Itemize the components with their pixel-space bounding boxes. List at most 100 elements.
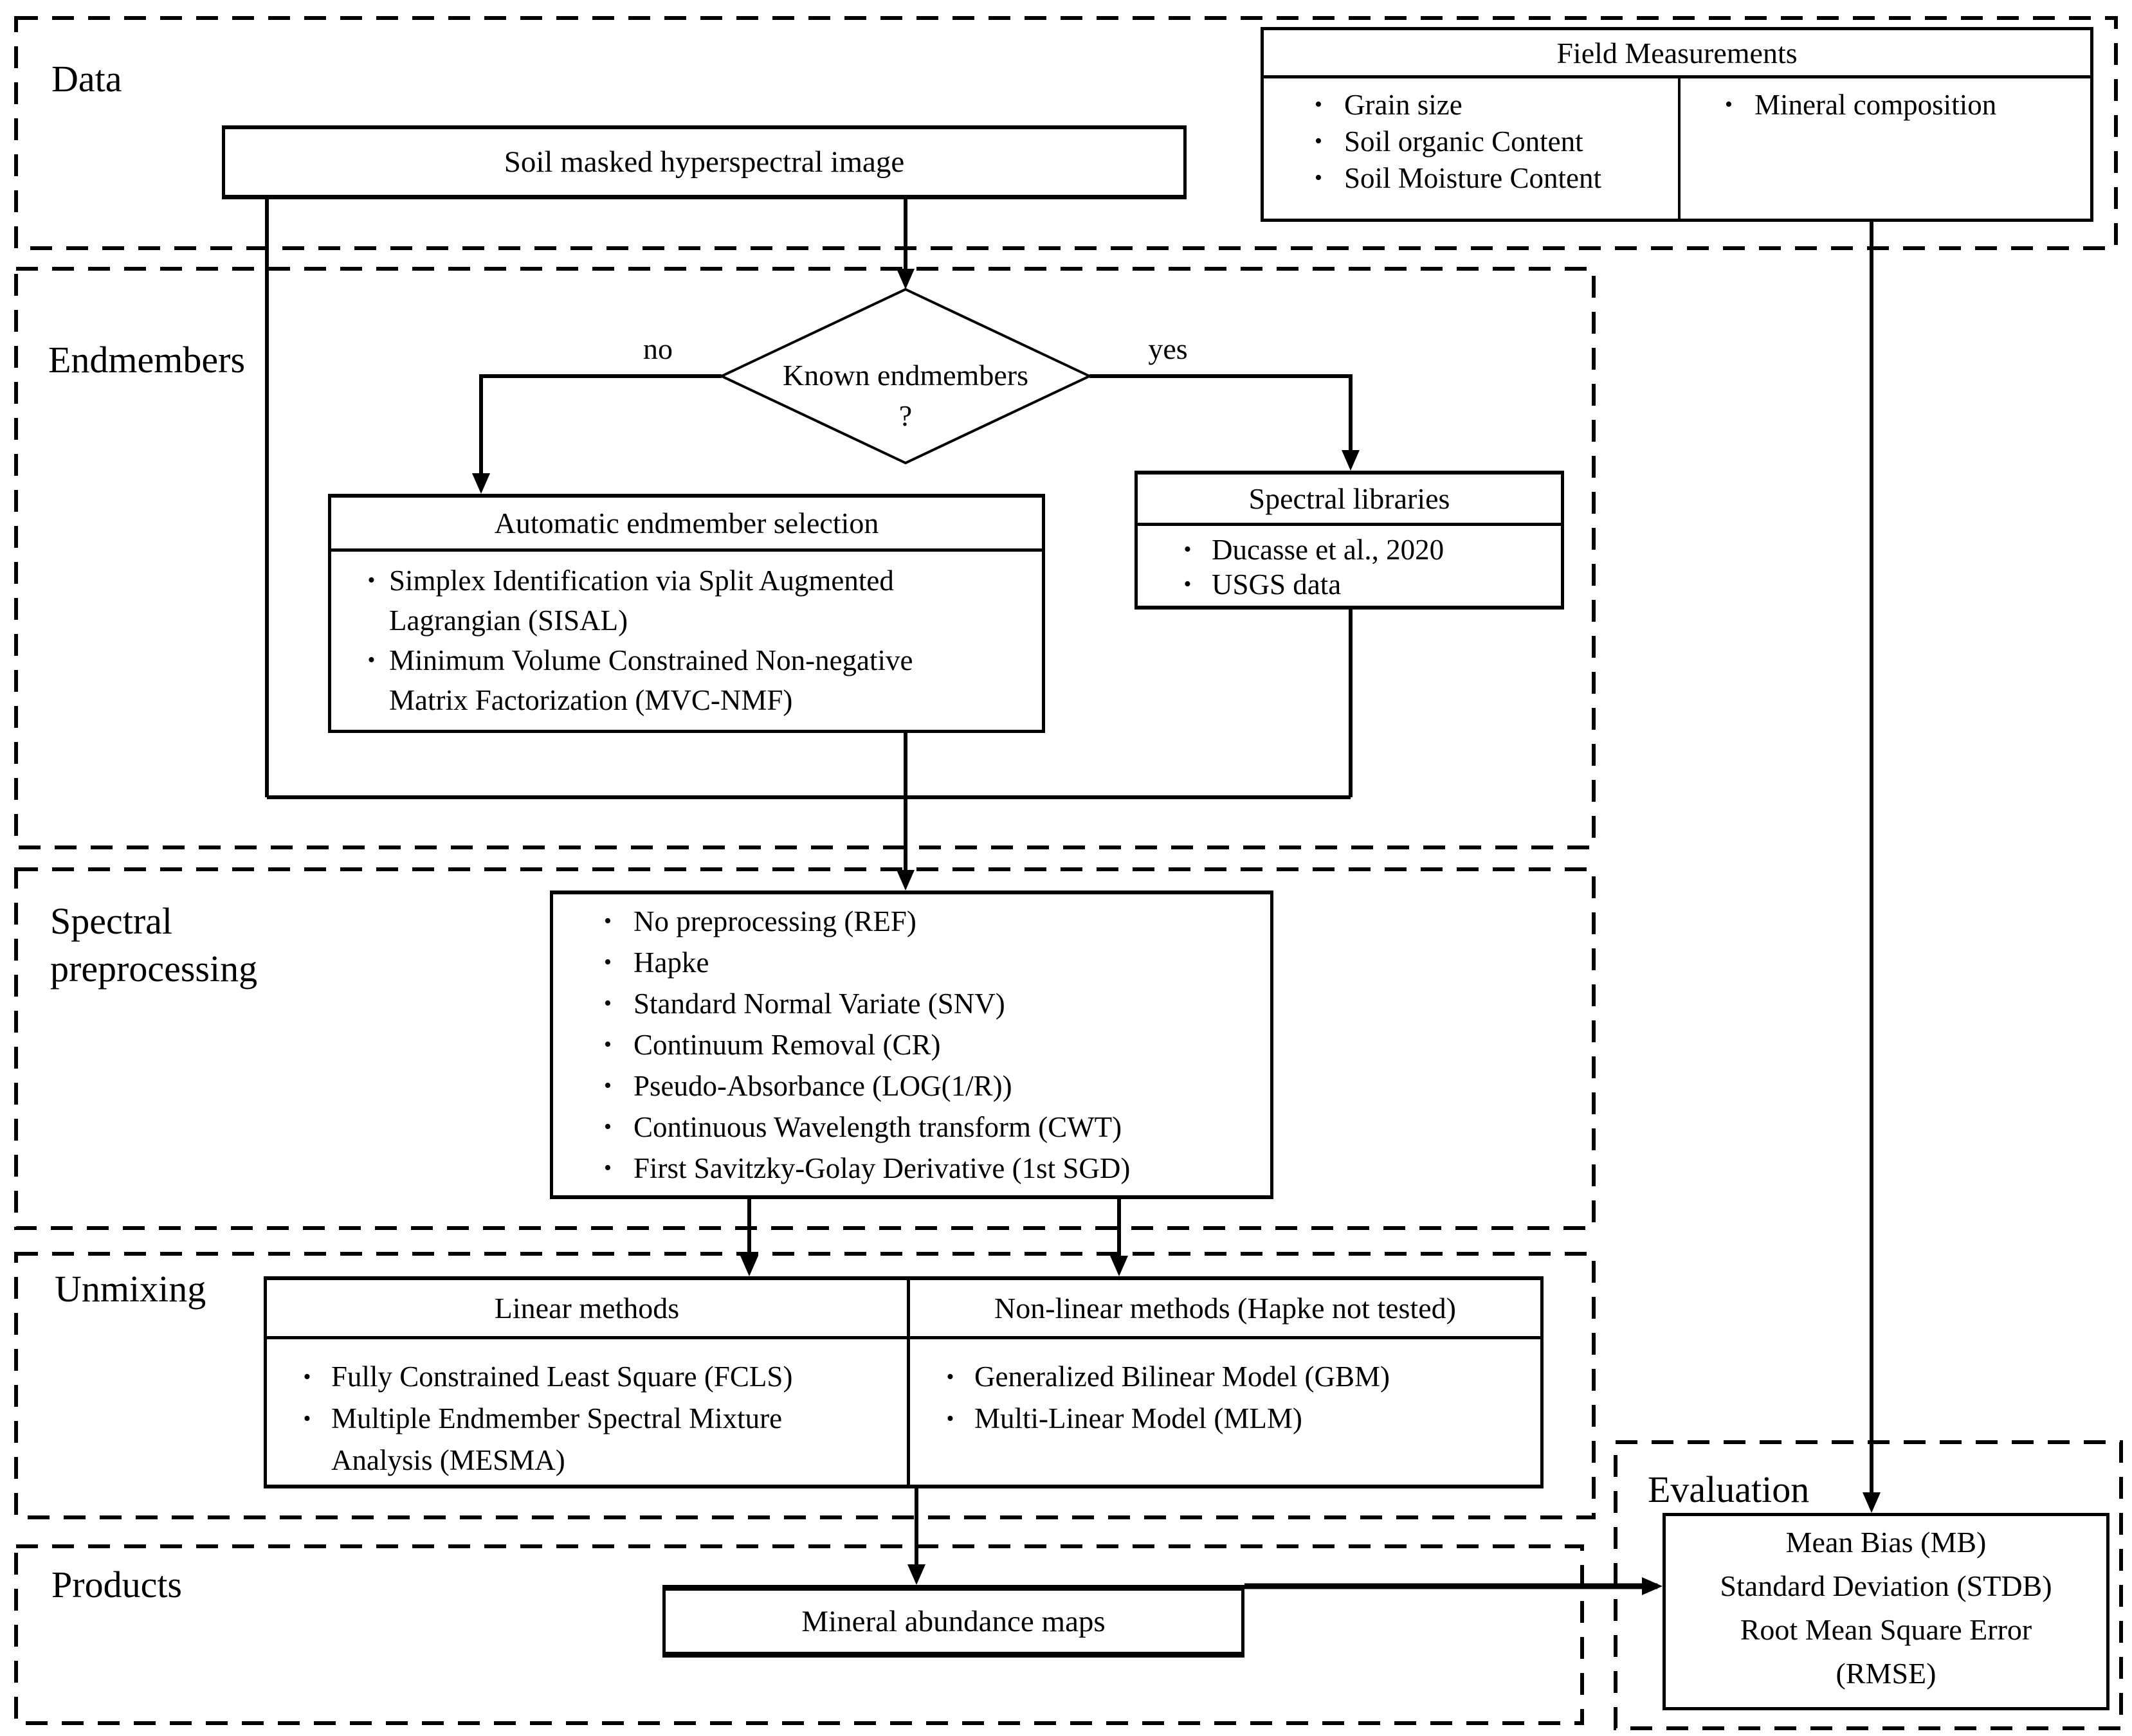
list-item: • Simplex Identification via Split Augme…	[354, 561, 1042, 640]
list-item: • Multi-Linear Model (MLM)	[926, 1398, 1540, 1440]
field-measurements-right-column: • Mineral composition	[1681, 78, 2090, 219]
bullet-icon: •	[604, 1074, 612, 1098]
bullet-icon: •	[303, 1407, 311, 1431]
soil-image-box-text: Soil masked hyperspectral image	[504, 145, 905, 179]
list-item: • Soil organic Content	[1293, 123, 1678, 159]
metric-rmse-line1: Root Mean Square Error	[1740, 1613, 2032, 1646]
bullet-icon: •	[604, 1033, 612, 1056]
list-item: • Mineral composition	[1703, 86, 2090, 123]
sisal-line2: Lagrangian (SISAL)	[389, 604, 628, 637]
arrowhead-maps	[907, 1564, 925, 1585]
preproc-cr: Continuum Removal (CR)	[633, 1029, 941, 1061]
spectral-libraries-box: Spectral libraries • Ducasse et al., 202…	[1134, 471, 1564, 610]
fcls-line: Fully Constrained Least Square (FCLS)	[331, 1361, 793, 1393]
section-label-endmembers: Endmembers	[48, 339, 246, 381]
list-item: • Fully Constrained Least Square (FCLS)	[283, 1356, 907, 1398]
linear-methods-list: • Fully Constrained Least Square (FCLS) …	[267, 1339, 910, 1485]
bullet-icon: •	[604, 950, 612, 974]
mlm-line: Multi-Linear Model (MLM)	[974, 1402, 1302, 1434]
mineral-abundance-maps-box: Mineral abundance maps	[662, 1585, 1244, 1658]
nonlinear-methods-list: • Generalized Bilinear Model (GBM) • Mul…	[910, 1339, 1540, 1485]
bullet-icon: •	[1315, 92, 1322, 116]
list-item: • Hapke	[582, 942, 1270, 983]
mvcnmf-line1: Minimum Volume Constrained Non-negative	[389, 644, 913, 676]
section-label-unmixing: Unmixing	[55, 1268, 206, 1310]
bullet-icon: •	[1183, 538, 1192, 561]
field-measurements-title: Field Measurements	[1556, 36, 1798, 69]
field-item-mineral-composition: Mineral composition	[1754, 88, 1997, 121]
arrowhead-nonlinear	[1110, 1256, 1128, 1276]
bullet-icon: •	[604, 1156, 612, 1180]
bullet-icon: •	[1315, 165, 1322, 190]
metric-std-dev: Standard Deviation (STDB)	[1720, 1569, 2052, 1602]
arrowhead-preprocessing	[897, 870, 915, 891]
preproc-sgd: First Savitzky-Golay Derivative (1st SGD…	[633, 1152, 1131, 1184]
linear-methods-header: Linear methods	[267, 1280, 910, 1336]
list-item: • Standard Normal Variate (SNV)	[582, 983, 1270, 1024]
metric-mean-bias: Mean Bias (MB)	[1785, 1526, 1987, 1559]
soil-image-box: Soil masked hyperspectral image	[222, 125, 1187, 199]
spectral-libraries-header: Spectral libraries	[1138, 475, 1561, 526]
preprocessing-section-frame	[14, 867, 1596, 1230]
mvcnmf-line2: Matrix Factorization (MVC-NMF)	[389, 684, 793, 716]
unmixing-table: Linear methods Non-linear methods (Hapke…	[264, 1276, 1544, 1488]
field-item-grain-size: Grain size	[1344, 88, 1462, 121]
library-usgs: USGS data	[1212, 568, 1342, 601]
list-item: • Generalized Bilinear Model (GBM)	[926, 1356, 1540, 1398]
unmixing-section-frame	[14, 1252, 1596, 1519]
arrowhead-evaluation-left	[1642, 1577, 1663, 1595]
unmixing-table-header-row: Linear methods Non-linear methods (Hapke…	[267, 1280, 1540, 1339]
list-item: • Minimum Volume Constrained Non-negativ…	[354, 640, 1042, 720]
list-item: • USGS data	[1163, 567, 1561, 602]
list-item: • Grain size	[1293, 86, 1678, 123]
preproc-hapke: Hapke	[633, 946, 709, 979]
bullet-icon: •	[303, 1365, 311, 1389]
connector-yes-branch	[1089, 374, 1353, 466]
field-item-soil-moisture: Soil Moisture Content	[1344, 161, 1602, 194]
preproc-snv: Standard Normal Variate (SNV)	[633, 988, 1005, 1020]
bullet-icon: •	[1315, 129, 1322, 153]
evaluation-section-frame	[1614, 1440, 2123, 1730]
bullet-icon: •	[946, 1407, 954, 1431]
list-item: • Pseudo-Absorbance (LOG(1/R))	[582, 1065, 1270, 1107]
automatic-selection-box: Automatic endmember selection • Simplex …	[328, 494, 1045, 733]
mesma-line1: Multiple Endmember Spectral Mixture	[331, 1402, 783, 1434]
section-label-preprocessing: Spectral preprocessing	[50, 898, 257, 993]
preprocessing-label-line2: preprocessing	[50, 948, 258, 990]
decision-diamond-shape	[718, 287, 1093, 465]
library-ducasse: Ducasse et al., 2020	[1212, 534, 1444, 566]
branch-label-yes: yes	[1148, 332, 1188, 365]
bullet-icon: •	[1183, 572, 1192, 596]
preproc-cwt: Continuous Wavelength transform (CWT)	[633, 1111, 1122, 1143]
preprocessing-label-line1: Spectral	[50, 900, 173, 942]
mineral-abundance-maps-text: Mineral abundance maps	[801, 1604, 1106, 1638]
list-item: • Continuum Removal (CR)	[582, 1024, 1270, 1065]
section-label-products: Products	[51, 1564, 182, 1605]
field-measurements-table: Field Measurements • Grain size • Soil o…	[1261, 27, 2093, 222]
automatic-selection-list: • Simplex Identification via Split Augme…	[331, 552, 1042, 720]
list-item: • Multiple Endmember Spectral Mixture An…	[283, 1398, 907, 1481]
decision-text-line1: Known endmembers	[783, 359, 1028, 392]
arrowhead-libraries	[1342, 450, 1360, 471]
connector-no-branch	[479, 374, 722, 489]
data-section-frame	[14, 16, 2118, 250]
field-measurements-header: Field Measurements	[1264, 30, 2090, 78]
sisal-line1: Simplex Identification via Split Augment…	[389, 565, 894, 597]
bullet-icon: •	[604, 909, 612, 933]
metric-rmse-line2: (RMSE)	[1836, 1657, 1936, 1690]
mesma-line2: Analysis (MESMA)	[331, 1444, 565, 1476]
preprocessing-methods-list: • No preprocessing (REF) • Hapke • Stand…	[553, 894, 1270, 1189]
spectral-libraries-list: • Ducasse et al., 2020 • USGS data	[1138, 526, 1561, 602]
list-item: • No preprocessing (REF)	[582, 901, 1270, 942]
list-item: • Continuous Wavelength transform (CWT)	[582, 1107, 1270, 1148]
bullet-icon: •	[1725, 92, 1733, 116]
arrowhead-automatic	[472, 473, 490, 494]
evaluation-metrics-box: Mean Bias (MB) Standard Deviation (STDB)…	[1663, 1513, 2109, 1710]
bullet-icon: •	[946, 1365, 954, 1389]
preproc-ref: No preprocessing (REF)	[633, 905, 916, 937]
branch-label-no: no	[643, 332, 673, 365]
automatic-selection-header: Automatic endmember selection	[331, 498, 1042, 552]
bullet-icon: •	[367, 568, 376, 592]
